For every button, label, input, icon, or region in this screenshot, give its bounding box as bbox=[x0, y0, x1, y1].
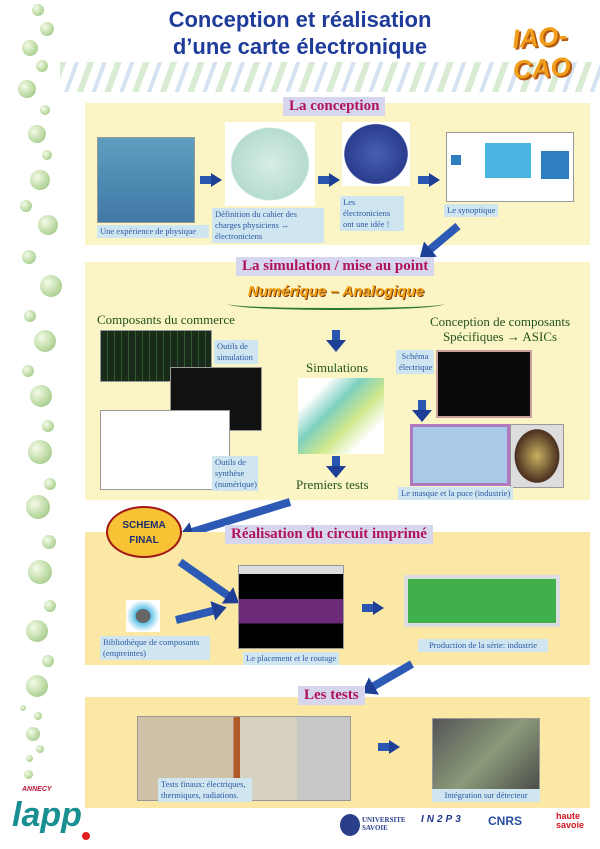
lapp-logo: ANNECY lapp bbox=[8, 786, 94, 846]
caption-component-library: Bibliothèque de composants (empreintes) bbox=[100, 636, 210, 660]
production-board-photo bbox=[404, 575, 560, 627]
pcb-routing-screenshot bbox=[238, 565, 344, 649]
caption-schematic: Schéma électrique bbox=[396, 350, 434, 374]
title-line-2: d’une carte électronique bbox=[172, 34, 428, 59]
arrow-right-icon bbox=[318, 173, 340, 187]
caption-integration: Intégration sur détecteur bbox=[432, 789, 540, 802]
brace-icon bbox=[228, 298, 444, 310]
section-title: La conception bbox=[283, 97, 386, 116]
arrow-diagonal-icon bbox=[370, 660, 414, 691]
simulation-image bbox=[298, 378, 384, 454]
caption-mask-chip: Le masque et la puce (industrie) bbox=[398, 487, 514, 500]
arrow-down-icon bbox=[412, 400, 432, 422]
caption-final-tests: Tests finaux: électriques, thermiques, r… bbox=[158, 778, 252, 802]
simulations-label: Simulations bbox=[306, 360, 369, 375]
arrow-down-icon bbox=[326, 456, 346, 478]
iao-cao-logo: IAO-CAO bbox=[511, 20, 572, 85]
first-tests-label: Premiers tests bbox=[296, 477, 369, 492]
universite-savoie-logo: UNIVERSITE SAVOIE bbox=[362, 816, 406, 832]
caption-production: Production de la série: industrie bbox=[418, 639, 548, 652]
chip-photo bbox=[510, 424, 564, 488]
section-title: La simulation / mise au point bbox=[236, 257, 435, 276]
arrow-right-icon bbox=[378, 740, 400, 754]
arrow-down-icon bbox=[326, 330, 346, 352]
haute-savoie-logo: haute savoie bbox=[556, 811, 585, 830]
university-seal-icon bbox=[340, 814, 360, 836]
synthesis-tool-screenshot bbox=[100, 410, 230, 490]
caption-simulation-tools: Outils de simulation bbox=[214, 340, 258, 364]
arrow-right-icon bbox=[362, 601, 384, 615]
caption-synoptic: Le synoptique bbox=[444, 204, 499, 217]
schema-final-line-2: FINAL bbox=[129, 535, 159, 546]
cnrs-logo: CNRS bbox=[488, 814, 523, 828]
caption-idea: Les électroniciens ont une idée ! bbox=[340, 196, 404, 231]
section-title: Réalisation du circuit imprimé bbox=[225, 525, 433, 544]
section-title: Les tests bbox=[298, 686, 365, 705]
schema-final-badge: SCHEMA FINAL bbox=[106, 506, 182, 558]
lapp-city: ANNECY bbox=[22, 786, 52, 793]
synoptic-diagram bbox=[446, 132, 574, 202]
caption-specification: Définition du cahier des charges physici… bbox=[212, 208, 324, 243]
meeting-image bbox=[225, 122, 315, 206]
schema-final-line-1: SCHEMA bbox=[122, 520, 166, 531]
physics-experiment-image bbox=[97, 137, 195, 223]
title-line-1: Conception et réalisation bbox=[168, 7, 432, 32]
caption-synthesis-tools: Outils de synthèse (numérique) bbox=[212, 456, 258, 491]
lapp-text: lapp bbox=[12, 796, 82, 834]
numeric-analog-banner: Numérique – Analogique bbox=[247, 283, 425, 300]
in2p3-logo: IN2P3 bbox=[421, 814, 464, 825]
decorative-band bbox=[60, 62, 600, 92]
page-title: Conception et réalisation d’une carte él… bbox=[110, 6, 490, 60]
caption-physics: Une expérience de physique bbox=[97, 225, 209, 238]
asic-heading-line-1: Conception de composants bbox=[429, 314, 571, 329]
arrow-right-icon bbox=[418, 173, 440, 187]
asic-heading-line-2: Spécifiques → ASICs bbox=[442, 329, 558, 344]
asic-heading: Conception de composants Spécifiques → A… bbox=[410, 314, 590, 344]
arrow-right-icon bbox=[200, 173, 222, 187]
component-library-icon bbox=[126, 600, 160, 632]
asic-mask-image bbox=[410, 424, 510, 486]
commercial-components-heading: Composants du commerce bbox=[97, 312, 235, 327]
idea-image bbox=[342, 122, 410, 186]
caption-placement-routing: Le placement et le routage bbox=[243, 652, 340, 665]
detector-integration-photo bbox=[432, 718, 540, 800]
schematic-screenshot bbox=[436, 350, 532, 418]
